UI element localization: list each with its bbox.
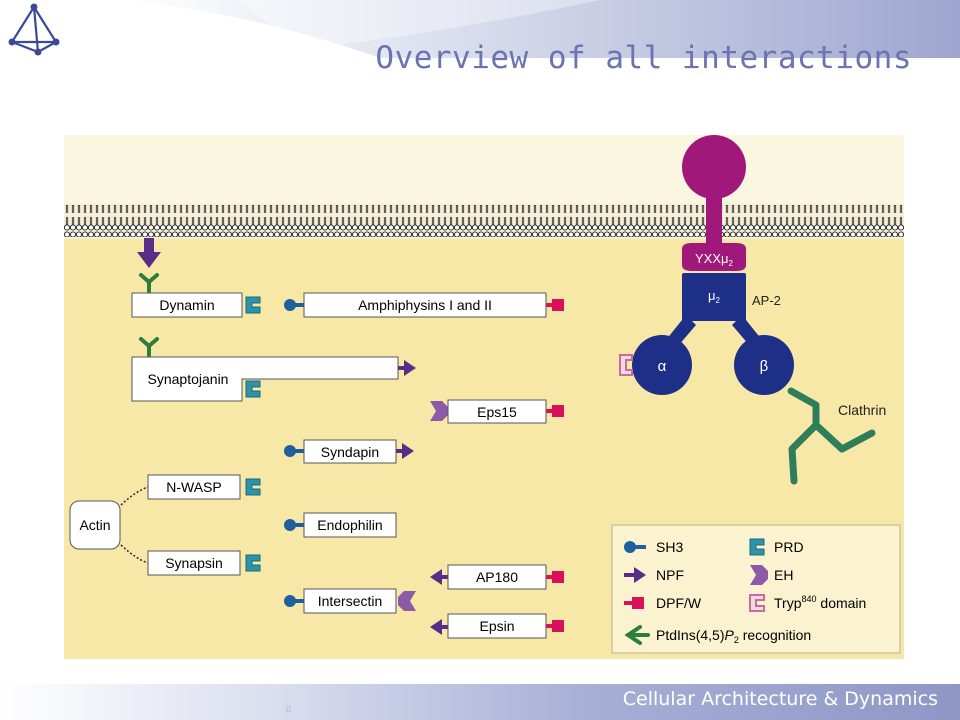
synapsin-label: Synapsin: [165, 555, 223, 571]
endophilin-label: Endophilin: [317, 517, 382, 533]
synapsin-box: [147, 550, 241, 576]
nwasp-label: N-WASP: [166, 479, 221, 495]
amphiphysins-label: Amphiphysins I and II: [358, 297, 492, 313]
sh3-amphiphysin-icon: [284, 299, 304, 311]
sh3-endophilin-icon: [284, 519, 304, 531]
legend-tryp840-icon: [749, 594, 765, 612]
legend-prd-icon: [749, 538, 765, 556]
ap180-label: AP180: [476, 569, 518, 585]
syndapin-label: Syndapin: [321, 444, 379, 460]
tetrahedron-logo-icon: [8, 3, 60, 56]
synaptojanin-box: [131, 356, 399, 402]
sh3-syndapin-icon: [284, 445, 304, 457]
ap2-label: AP-2: [752, 293, 781, 308]
yxx-mu2-label: YXXμ2: [695, 251, 734, 268]
prd-nwasp-icon: [245, 478, 261, 496]
mu2-label: μ2: [708, 288, 721, 305]
intersectin-label: Intersectin: [318, 593, 383, 609]
legend-tryp-label: Tryp840 domain: [774, 594, 866, 611]
actin-box: [69, 500, 121, 550]
synaptojanin-label: Synaptojanin: [148, 371, 229, 387]
interaction-diagram: Dynamin Amphiphysins I and II Synaptojan…: [64, 135, 904, 659]
endophilin-box: [303, 512, 397, 538]
ptdins-recognition-dynamin-icon: [139, 273, 159, 293]
header-band: [120, 0, 960, 58]
dpfw-eps15-icon: [546, 405, 564, 417]
legend-sh3-label: SH3: [656, 539, 683, 555]
npf-arrow-membrane-icon: [137, 238, 161, 268]
legend-ptdins-icon: [624, 625, 650, 645]
dynamin-box: [131, 292, 243, 318]
prd-dynamin-icon: [245, 296, 261, 314]
dpfw-ap180-icon: [546, 571, 564, 583]
footer-text: Cellular Architecture & Dynamics: [622, 688, 938, 710]
lipid-bilayer: [64, 205, 904, 237]
footer-band: [0, 684, 960, 720]
receptor-icon: [682, 135, 746, 271]
ptdins-recognition-synaptojanin-icon: [139, 337, 159, 357]
npf-synaptojanin-icon: [398, 360, 416, 376]
npf-ap180-icon: [430, 569, 448, 585]
ap2-complex-icon: [632, 273, 794, 395]
eh-intersectin-icon: [398, 591, 416, 611]
legend-sh3-icon: [624, 541, 646, 553]
legend-eh-icon: [750, 565, 768, 585]
footer-glyph: อ: [285, 702, 292, 715]
legend-npf-icon: [624, 567, 646, 583]
legend-npf-label: NPF: [656, 567, 684, 583]
beta-subunit-label: β: [760, 358, 769, 375]
clathrin-icon: [787, 387, 876, 485]
prd-synapsin-icon: [245, 554, 261, 572]
epsin-label: Epsin: [479, 618, 514, 634]
eh-eps15-icon: [430, 401, 448, 421]
ap180-box: [447, 564, 547, 590]
npf-syndapin-icon: [396, 443, 414, 459]
eps15-label: Eps15: [477, 404, 517, 420]
legend-dpfw-icon: [624, 597, 644, 609]
dpfw-amphiphysin-icon: [546, 299, 564, 311]
slide-title: Overview of all interactions: [375, 40, 912, 76]
alpha-subunit-label: α: [658, 358, 667, 375]
actin-label: Actin: [79, 517, 110, 533]
legend-ptdins-label: PtdIns(4,5)P2 recognition: [656, 627, 811, 645]
extracellular-background: [64, 135, 904, 203]
dynamin-label: Dynamin: [159, 297, 214, 313]
dpfw-epsin-icon: [546, 620, 564, 632]
sh3-intersectin-icon: [284, 595, 304, 607]
clathrin-label: Clathrin: [838, 402, 886, 418]
legend-prd-label: PRD: [774, 539, 804, 555]
intersectin-box: [303, 588, 397, 614]
npf-epsin-icon: [430, 619, 448, 635]
amphiphysins-box: [303, 292, 547, 318]
tryp840-ap2-icon: [619, 354, 633, 376]
prd-synaptojanin-icon: [245, 380, 261, 398]
legend-eh-label: EH: [774, 567, 793, 583]
legend-dpfw-label: DPF/W: [656, 595, 702, 611]
